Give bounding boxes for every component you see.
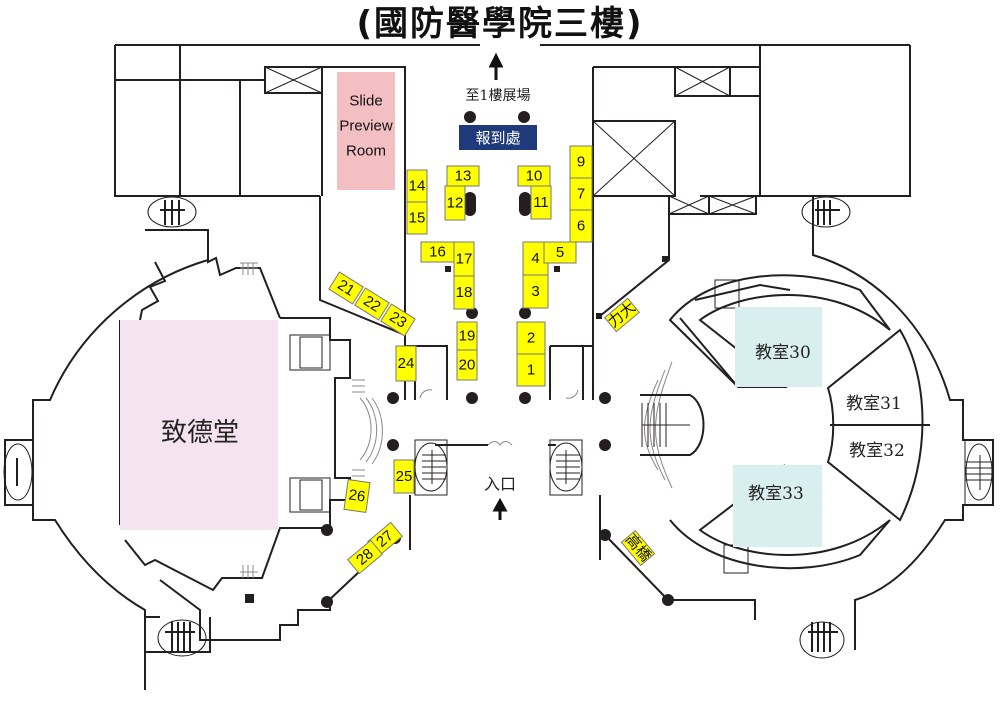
booth-label: 12 [447, 195, 464, 212]
classroom-31-label: 教室31 [846, 394, 902, 414]
booth-box[interactable] [522, 274, 549, 309]
booth-26[interactable]: 26 [343, 479, 371, 513]
classroom-30[interactable] [735, 307, 822, 387]
booth-6[interactable]: 6 [569, 209, 593, 243]
classroom-33-label: 教室33 [748, 484, 804, 504]
booth-box[interactable] [569, 145, 593, 179]
booth-label: 15 [409, 210, 426, 227]
booth-label: 14 [409, 178, 426, 195]
booth-10[interactable]: 10 [517, 165, 551, 187]
booth-box[interactable] [516, 321, 546, 355]
classroom-33[interactable] [733, 465, 822, 547]
booth-5[interactable]: 5 [543, 241, 577, 264]
booth-12[interactable]: 12 [444, 185, 466, 221]
up-arrow-icon [488, 52, 504, 80]
booth-20[interactable]: 20 [456, 349, 478, 381]
booth-box[interactable] [516, 353, 546, 387]
booth-label: 19 [459, 328, 476, 345]
booth-label: 24 [398, 355, 415, 372]
booth-22[interactable]: 22 [354, 287, 390, 321]
booth-box[interactable] [354, 287, 390, 321]
booth-label: 6 [577, 218, 585, 235]
slide-room-label-2: Preview [339, 118, 393, 135]
booth-box[interactable] [543, 241, 577, 264]
booth-label: 5 [556, 244, 564, 261]
booth-1[interactable]: 1 [516, 353, 546, 387]
booth-label: 18 [456, 284, 473, 301]
booth-label: 2 [527, 330, 535, 347]
classroom-30-label: 教室30 [755, 343, 811, 363]
slide-preview-room [337, 72, 395, 190]
booth-28[interactable]: 28 [347, 539, 383, 575]
registration-desk[interactable] [459, 125, 537, 150]
registration-label: 報到處 [475, 129, 520, 147]
to-first-floor-label: 至1樓展場 [466, 88, 531, 104]
booth-box[interactable] [343, 479, 371, 513]
booth-box[interactable] [347, 539, 383, 575]
booth-label: 20 [459, 357, 476, 374]
booth-box[interactable] [620, 530, 656, 566]
booth-16[interactable]: 16 [420, 241, 455, 263]
slide-room-label-1: Slide [349, 93, 382, 110]
booth-3[interactable]: 3 [522, 274, 549, 309]
booth-label: 4 [531, 250, 539, 267]
booth-label: 11 [533, 194, 549, 211]
booth-25[interactable]: 25 [393, 459, 415, 494]
booth-15[interactable]: 15 [406, 201, 428, 235]
top-walls [114, 44, 911, 260]
booth-11[interactable]: 11 [530, 185, 552, 220]
booth-box[interactable] [453, 275, 475, 310]
booth-lida[interactable]: 力大 [604, 297, 640, 333]
central-walls [319, 196, 670, 560]
booth-label: 1 [527, 362, 535, 379]
booth-24[interactable]: 24 [395, 345, 417, 382]
booth-label: 9 [577, 154, 585, 171]
slide-room-label-3: Room [346, 143, 386, 160]
booth-17[interactable]: 17 [453, 241, 475, 277]
booth-19[interactable]: 19 [456, 321, 478, 351]
entrance-label: 入口 [484, 475, 516, 494]
booth-2[interactable]: 2 [516, 321, 546, 355]
booth-box[interactable] [530, 185, 552, 220]
booth-label: 13 [455, 168, 472, 185]
booth-box[interactable] [393, 459, 415, 494]
entrance-arrow-icon [492, 497, 508, 520]
booth-9[interactable]: 9 [569, 145, 593, 179]
booth-box[interactable] [446, 165, 480, 187]
booth-box[interactable] [395, 345, 417, 382]
booth-label: 16 [429, 244, 446, 261]
auditorium [120, 320, 278, 530]
booth-label: 25 [396, 468, 413, 485]
booth-label: 23 [386, 308, 409, 331]
booth-14[interactable]: 14 [406, 169, 428, 203]
booth-23[interactable]: 23 [380, 303, 416, 337]
booth-box[interactable] [456, 349, 478, 381]
floor-title: (國防醫學院三樓) [356, 4, 644, 44]
booth-box[interactable] [406, 201, 428, 235]
booth-box[interactable] [604, 297, 640, 333]
booth-label: 22 [360, 292, 383, 315]
stairs-icon [3, 196, 207, 657]
booth-21[interactable]: 21 [328, 271, 364, 305]
booth-label: 7 [577, 186, 585, 203]
booth-label: 3 [531, 283, 539, 300]
classroom-32-label: 教室32 [849, 441, 905, 461]
booth-box[interactable] [380, 303, 416, 337]
booth-label: 10 [526, 168, 543, 185]
booth-13[interactable]: 13 [446, 165, 480, 187]
right-building-walls [640, 196, 994, 650]
booth-7[interactable]: 7 [569, 177, 593, 211]
booth-label: 17 [456, 251, 473, 268]
booth-label: 26 [348, 486, 367, 505]
right-stairs-icon [799, 196, 994, 659]
booth-18[interactable]: 18 [453, 275, 475, 310]
entrance-stairs-icon [414, 439, 583, 496]
booth-box[interactable] [328, 271, 364, 305]
booth-gaoqiao[interactable]: 高橋 [620, 530, 656, 566]
booth-label: 21 [334, 276, 357, 299]
auditorium-label: 致德堂 [161, 418, 239, 448]
